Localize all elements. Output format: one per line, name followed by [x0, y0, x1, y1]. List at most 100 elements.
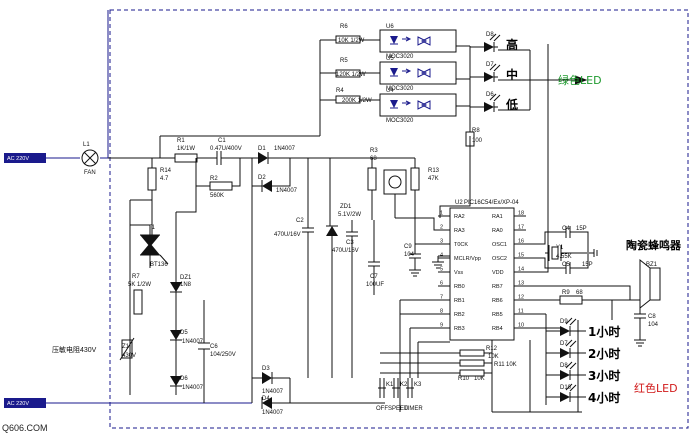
svg-text:R1: R1: [177, 138, 185, 144]
capacitor-c3: C3 470U/16V: [332, 220, 359, 378]
svg-text:DZ1: DZ1: [180, 275, 192, 281]
mcu-pin-number: 9: [440, 323, 443, 329]
mcu-pin-name: RA1: [492, 214, 503, 220]
mcu-pin-name: VDD: [492, 270, 504, 276]
svg-text:C2: C2: [296, 218, 304, 224]
board-outline: [109, 9, 689, 429]
red-led-label: 红色LED: [634, 381, 678, 395]
mcu-pin-name: RB7: [492, 284, 503, 290]
svg-text:D3: D3: [262, 366, 270, 372]
svg-text:C5: C5: [562, 262, 570, 268]
resistor-r9: R9 68: [514, 290, 640, 320]
ac-input-bottom: AC 220V: [4, 398, 46, 408]
mcu-pin-number: 7: [440, 295, 443, 301]
triac-t1: T1 BT136: [129, 199, 169, 395]
svg-text:100UF: 100UF: [366, 282, 384, 288]
svg-text:100: 100: [472, 138, 483, 144]
mcu-pin-number: 5: [440, 267, 443, 273]
svg-text:470U/16V: 470U/16V: [332, 248, 359, 254]
capacitor-c1: C1 0.47U/400V: [197, 138, 258, 165]
mcu-pin-name: T0CK: [454, 242, 468, 248]
capacitor-c5: C5 15P: [560, 254, 593, 274]
svg-text:120K 1/2W: 120K 1/2W: [336, 72, 366, 78]
timer-led-ref: D7: [560, 341, 568, 347]
opto-part: MOC3020: [386, 86, 414, 92]
mcu-u2: U2 PIC16C54/Ex/XP-04 1RA22RA33T0CK4MCLR/…: [438, 200, 526, 341]
svg-text:4.7: 4.7: [160, 176, 169, 182]
svg-text:D2: D2: [258, 175, 266, 181]
svg-text:C1: C1: [218, 138, 226, 144]
diode-d5: D5 1N4007: [170, 330, 204, 345]
mcu-pin-number: 16: [518, 239, 524, 245]
opto-part: MOC3020: [386, 54, 414, 60]
svg-text:C9: C9: [404, 244, 412, 250]
svg-text:D6: D6: [180, 376, 188, 382]
mcu-pin-number: 17: [518, 225, 524, 231]
svg-text:200K 1/2W: 200K 1/2W: [342, 98, 372, 104]
zener-zd1: ZD1 5.1V/2W: [326, 204, 361, 378]
mcu-pin-number: 1: [440, 211, 443, 217]
svg-text:R3: R3: [370, 148, 378, 154]
diode-d1: D1 1N4007: [258, 146, 308, 164]
resistor-r8: R8 100: [465, 128, 483, 147]
svg-text:C4: C4: [562, 226, 570, 232]
svg-text:5K 1/2W: 5K 1/2W: [128, 282, 151, 288]
timer-led-label: 1小时: [588, 324, 620, 339]
resistor-r3: R3 68: [367, 148, 378, 191]
speed-led-1: D8高: [470, 32, 518, 52]
mcu-pin-number: 11: [518, 309, 524, 315]
diode-d6-lower: D6 1N4007: [170, 376, 204, 391]
resistor-r11: R11 10K: [459, 359, 517, 368]
timer-led-label: 2小时: [588, 346, 620, 361]
svg-text:1N4007: 1N4007: [262, 410, 284, 416]
speed-led-label: 高: [506, 37, 518, 52]
opto-ref: U5: [386, 56, 394, 62]
speed-led-3: D6低: [470, 92, 518, 112]
mcu-pin-number: 6: [440, 281, 443, 287]
svg-text:PIC16C54/Ex/XP-04: PIC16C54/Ex/XP-04: [464, 200, 519, 206]
mcu-pin-number: 3: [440, 239, 443, 245]
svg-text:R2: R2: [210, 176, 218, 182]
svg-text:1N8: 1N8: [180, 282, 192, 288]
key-label: TIMER: [404, 406, 423, 412]
svg-text:C8: C8: [648, 314, 656, 320]
mcu-pin-number: 18: [518, 211, 524, 217]
speed-led-2: D7中: [470, 62, 518, 82]
svg-text:C7: C7: [370, 274, 378, 280]
zener-dz1: DZ1 1N8: [170, 212, 192, 395]
svg-text:1N4007: 1N4007: [274, 146, 296, 152]
svg-text:470U/16V: 470U/16V: [274, 232, 301, 238]
capacitor-c6: C6 104/250V: [198, 300, 236, 403]
capacitor-c7: C7 100UF: [366, 220, 384, 295]
varistor-z1: Z1 430V 压敏电阻430V: [52, 337, 136, 361]
mcu-pin-name: OSC2: [492, 256, 507, 262]
timer-led-label: 4小时: [588, 390, 620, 405]
svg-text:47K: 47K: [428, 176, 439, 182]
green-led-label: 绿色LED: [558, 73, 602, 87]
resistor-r4: R4 200K 1/2W: [335, 88, 372, 104]
mcu-pin-name: RB2: [454, 312, 465, 318]
svg-text:L1: L1: [83, 142, 90, 148]
resistor-r2: R2 560K: [176, 158, 241, 213]
capacitor-c9: C9 104: [404, 244, 421, 270]
timer-led-ref: D10: [560, 385, 572, 391]
mcu-pin-number: 12: [518, 295, 524, 301]
svg-text:FAN: FAN: [84, 170, 96, 176]
button-box: [383, 169, 407, 218]
svg-text:R14: R14: [160, 168, 172, 174]
timer-led-4: D10 4小时: [546, 383, 620, 405]
resistor-r1: R1 1K/1W: [174, 138, 198, 163]
capacitor-c4: C4 15P: [560, 226, 589, 252]
timer-led-label: 3小时: [588, 368, 620, 383]
opto-ref: U4: [386, 88, 394, 94]
svg-text:68: 68: [576, 290, 583, 296]
ac-input-top: AC 220V: [4, 153, 46, 163]
buzzer-bz1: BZ1: [639, 258, 661, 310]
